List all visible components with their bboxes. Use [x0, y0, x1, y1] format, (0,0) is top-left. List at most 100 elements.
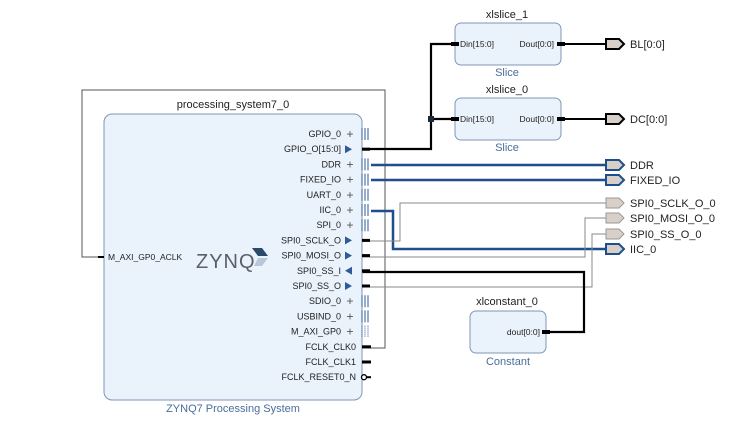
pin-fclk-reset0-n[interactable]: FCLK_RESET0_N	[281, 372, 371, 382]
port-shape-icon	[605, 38, 626, 50]
pin-spi-0[interactable]: SPI_0 +	[316, 218, 369, 232]
wire-spi-ss-i[interactable]	[362, 270, 586, 334]
pin-dout[interactable]: Dout[0:0]	[520, 114, 555, 124]
pin-uart-0[interactable]: UART_0+	[307, 188, 369, 202]
expand-plus-icon[interactable]: +	[346, 294, 353, 308]
external-port-iic-0[interactable]: IIC_0	[605, 243, 656, 256]
pin-label: FCLK_CLK1	[305, 357, 356, 367]
pin-stub	[557, 117, 565, 121]
pin-m-axi-gp0[interactable]: M_AXI_GP0 +	[291, 325, 369, 339]
external-port-spi0-mosi-o-0[interactable]: SPI0_MOSI_O_0	[605, 212, 715, 225]
zynq-logo-chevron-shadow-icon	[254, 258, 268, 266]
pin-stub	[362, 269, 370, 273]
pin-label: IIC_0	[319, 205, 341, 215]
pin-usbind-0[interactable]: USBIND_0 +	[297, 309, 369, 323]
pin-label: GPIO_O[15:0]	[284, 144, 341, 154]
block-xlslice-0[interactable]: xlslice_0 Din[15:0] Dout[0:0] Slice	[451, 84, 565, 154]
pin-iic-0[interactable]: IIC_0 +	[319, 203, 369, 217]
pin-ddr[interactable]: DDR +	[322, 157, 369, 171]
port-shape-icon	[605, 159, 626, 171]
port-shape-icon	[605, 243, 626, 255]
expand-plus-icon[interactable]: +	[346, 173, 353, 187]
pin-gpio-o-15-0-[interactable]: GPIO_O[15:0]	[284, 144, 370, 154]
pin-label: USBIND_0	[297, 311, 341, 321]
pin-label: SDIO_0	[309, 296, 341, 306]
block-processing-system7[interactable]: processing_system7_0 ZYNQ7 Processing Sy…	[98, 99, 371, 415]
block-xlslice-1[interactable]: xlslice_1 Din[15:0] Dout[0:0] Slice	[451, 9, 565, 79]
pin-dout[interactable]: dout[0:0]	[507, 327, 540, 337]
pin-stub	[557, 42, 565, 46]
pin-label: SPI0_SS_O	[292, 281, 341, 291]
pin-stub	[362, 147, 370, 151]
pin-spi0-mosi-o[interactable]: SPI0_MOSI_O	[281, 251, 370, 261]
pin-fclk-clk1[interactable]: FCLK_CLK1	[305, 357, 371, 367]
port-shape-icon	[605, 212, 625, 224]
expand-plus-icon[interactable]: +	[346, 188, 353, 202]
port-label: BL[0:0]	[630, 39, 665, 51]
block-instance-name: xlslice_1	[486, 9, 528, 21]
pin-din[interactable]: Din[15:0]	[460, 39, 494, 49]
pin-stub	[362, 238, 370, 242]
pin-spi0-ss-i[interactable]: SPI0_SS_I	[297, 266, 370, 276]
pin-stub	[451, 117, 459, 121]
pin-stub	[451, 42, 459, 46]
expand-plus-icon[interactable]: +	[346, 203, 353, 217]
pin-stub	[362, 284, 370, 288]
pin-label: SPI0_MOSI_O	[281, 251, 341, 261]
block-xlconstant-0[interactable]: xlconstant_0 dout[0:0] Constant	[469, 296, 550, 368]
pin-stub	[362, 254, 370, 258]
zynq-logo-chevron-icon	[252, 248, 268, 256]
pin-dout[interactable]: Dout[0:0]	[520, 39, 555, 49]
zynq-logo: ZYNQ	[196, 248, 268, 273]
pin-din[interactable]: Din[15:0]	[460, 114, 494, 124]
svg-text:ZYNQ: ZYNQ	[196, 251, 256, 273]
pin-spi0-sclk-o[interactable]: SPI0_SCLK_O	[281, 235, 370, 245]
expand-plus-icon[interactable]: +	[346, 127, 353, 141]
external-port-spi0-sclk-o-0[interactable]: SPI0_SCLK_O_0	[605, 197, 716, 210]
wire-junction	[428, 116, 434, 122]
pin-gpio-0[interactable]: GPIO_0+	[308, 127, 369, 141]
port-label: DC[0:0]	[630, 114, 667, 126]
wire-iic[interactable]	[371, 209, 606, 251]
pin-label: DDR	[322, 159, 342, 169]
pin-label: SPI_0	[316, 220, 341, 230]
port-shape-icon	[605, 197, 625, 209]
wire-spi-mosi[interactable]	[362, 217, 606, 258]
pin-m-axi-gp0-aclk[interactable]: M_AXI_GP0_ACLK	[108, 252, 183, 262]
pin-label: M_AXI_GP0	[291, 327, 341, 337]
wire-spi-ss-o[interactable]	[362, 233, 606, 288]
active-low-bubble-icon	[360, 374, 368, 381]
external-port-bl-0-0-[interactable]: BL[0:0]	[605, 38, 665, 51]
input-arrow-icon	[345, 266, 352, 275]
pin-sdio-0[interactable]: SDIO_0 +	[309, 294, 369, 308]
pin-stub	[542, 330, 550, 334]
pin-fclk-clk0[interactable]: FCLK_CLK0	[305, 342, 371, 352]
wire-fclk-clk0[interactable]	[81, 89, 386, 349]
external-port-fixed-io[interactable]: FIXED_IO	[605, 174, 681, 187]
wire-spi-sclk[interactable]	[362, 202, 606, 242]
pin-fixed-io[interactable]: FIXED_IO +	[300, 173, 369, 187]
block-type-label: Slice	[495, 67, 519, 79]
pin-stub	[362, 345, 371, 349]
pin-spi0-ss-o[interactable]: SPI0_SS_O	[292, 281, 370, 291]
port-label: DDR	[630, 160, 654, 172]
pin-label: SPI0_SCLK_O	[281, 235, 341, 245]
output-arrow-icon	[345, 251, 352, 260]
block-instance-name: xlconstant_0	[476, 296, 538, 308]
expand-plus-icon[interactable]: +	[346, 325, 353, 339]
external-port-spi0-ss-o-0[interactable]: SPI0_SS_O_0	[605, 228, 702, 241]
pin-stub	[362, 360, 371, 364]
pin-label: FIXED_IO	[300, 175, 341, 185]
output-arrow-icon	[345, 145, 352, 154]
expand-plus-icon[interactable]: +	[346, 218, 353, 232]
block-type-label: Constant	[486, 356, 530, 368]
wire-gpio-o[interactable]	[362, 42, 455, 151]
external-port-ddr[interactable]: DDR	[605, 159, 654, 172]
expand-plus-icon[interactable]: +	[346, 309, 353, 323]
external-port-dc-0-0-[interactable]: DC[0:0]	[605, 113, 667, 126]
output-arrow-icon	[345, 282, 352, 290]
block-instance-name: xlslice_0	[486, 84, 528, 96]
pin-label: SPI0_SS_I	[297, 266, 341, 276]
expand-plus-icon[interactable]: +	[346, 157, 353, 171]
